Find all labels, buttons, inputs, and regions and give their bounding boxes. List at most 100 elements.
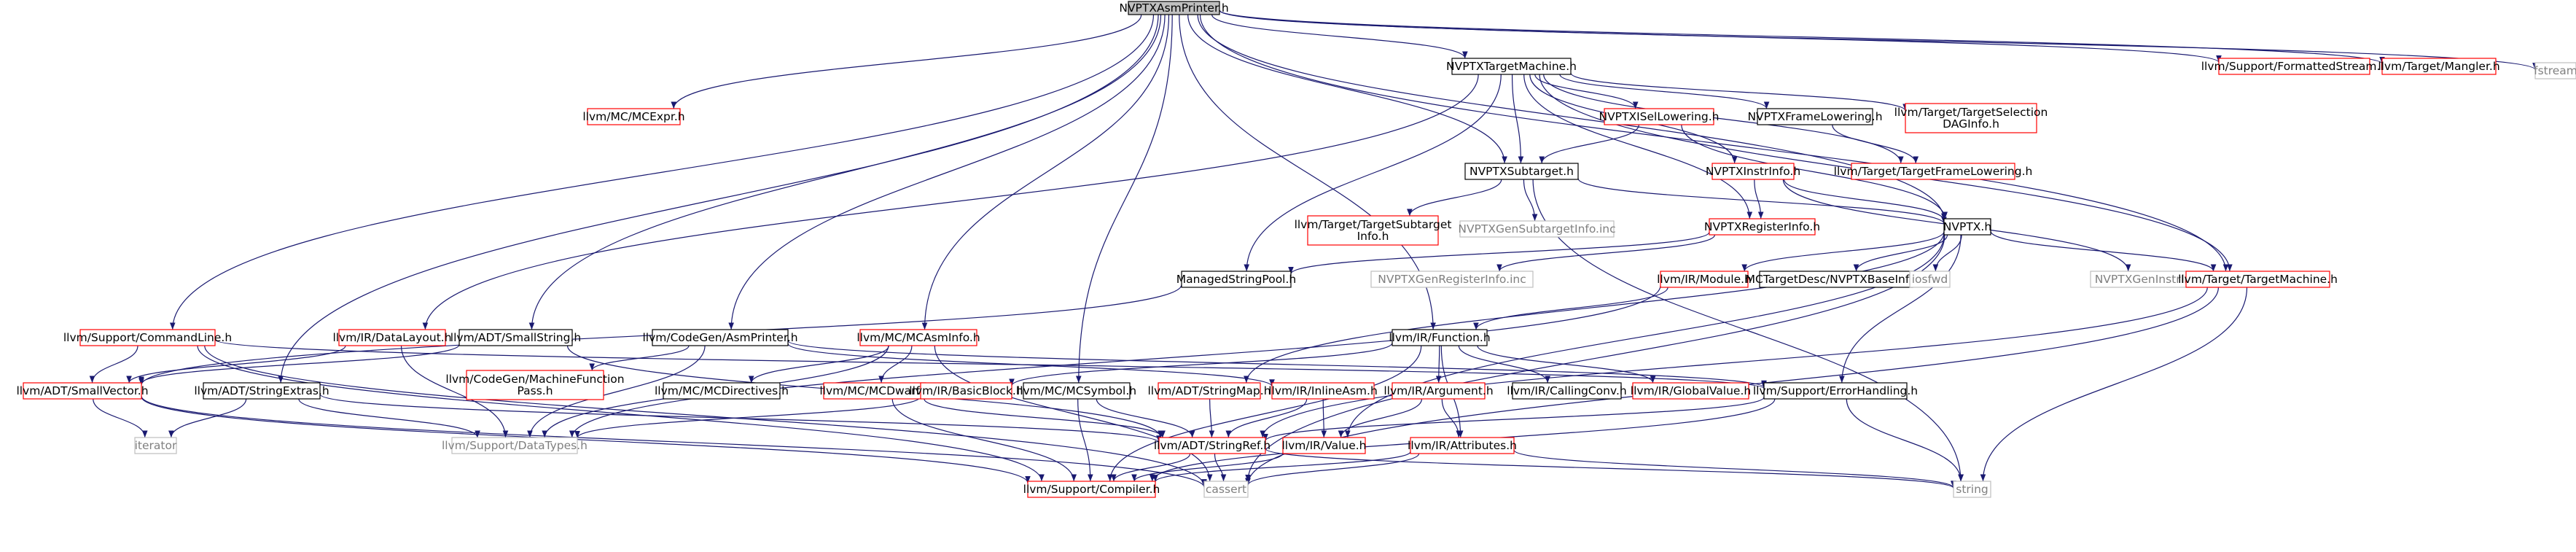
- node-cassert: cassert: [1203, 481, 1249, 498]
- node-label: llvm/MC/MCDwarf.h: [819, 384, 929, 397]
- edge-value-h-to-compiler-h: [1131, 453, 1284, 482]
- node-nvptxbaseinfo-h[interactable]: MCTargetDesc/NVPTXBaseInfo.h: [1746, 271, 1927, 288]
- node-asmprinter-h[interactable]: llvm/CodeGen/AsmPrinter.h: [642, 329, 798, 346]
- node-box: [2381, 58, 2497, 75]
- edge-nvptxtargetmachine-h-to-nvptxframelowering-h: [1559, 74, 1770, 109]
- node-stringref-h[interactable]: llvm/ADT/StringRef.h: [1154, 437, 1271, 454]
- edge-nvptxtargetmachine-h-to-nvptxisellowering-h: [1534, 74, 1639, 109]
- node-nvptxregisterinfo-h[interactable]: NVPTXRegisterInfo.h: [1704, 218, 1820, 236]
- node-function-h[interactable]: llvm/IR/Function.h: [1389, 329, 1491, 346]
- node-label: NVPTXSubtarget.h: [1470, 165, 1574, 178]
- node-box: [338, 329, 446, 346]
- edge-nvptx-h-to-module-h: [1741, 231, 1945, 272]
- edge-nvptxsubtarget-h-to-nvptx-h: [1577, 178, 1947, 225]
- edge-smallvector-h-to-iterator: [93, 398, 148, 438]
- node-label: llvm/IR/Function.h: [1389, 331, 1490, 344]
- node-module-h[interactable]: llvm/IR/Module.h: [1657, 271, 1752, 288]
- node-nvptxgensubtargetinfo-inc: NVPTXGenSubtargetInfo.inc: [1458, 220, 1616, 238]
- edge-inlineasm-h-to-stringref-h: [1225, 398, 1308, 438]
- node-mangler-h[interactable]: llvm/Target/Mangler.h: [2378, 58, 2500, 75]
- node-label: llvm/ADT/SmallVector.h: [16, 384, 148, 397]
- node-mcexpr-h[interactable]: llvm/MC/MCExpr.h: [582, 108, 685, 125]
- node-label: llvm/IR/CallingConv.h: [1507, 384, 1626, 397]
- edge-nvptxasmprinter-h-to-smallstring-h: [528, 14, 1162, 330]
- edge-nvptxregisterinfo-h-to-managedstringpool-h: [1288, 231, 1710, 275]
- node-box: [1512, 382, 1622, 400]
- edge-stringref-h-to-string: [1265, 448, 1956, 489]
- node-errorhandling-h[interactable]: llvm/Support/ErrorHandling.h: [1753, 382, 1918, 400]
- edge-asmprinter-h-to-inlineasm-h: [787, 343, 1275, 387]
- node-label: llvm/IR/DataLayout.h: [332, 331, 451, 344]
- node-datalayout-h[interactable]: llvm/IR/DataLayout.h: [332, 329, 452, 346]
- node-targetmachine-h[interactable]: llvm/Target/TargetMachine.h: [2178, 271, 2338, 288]
- node-box: [1158, 382, 1261, 400]
- node-nvptxinstrinfo-h[interactable]: NVPTXInstrInfo.h: [1706, 163, 1800, 180]
- node-box: [1181, 271, 1292, 288]
- node-label: llvm/ADT/SmallString.h: [450, 331, 581, 344]
- node-label: llvm/IR/InlineAsm.h: [1268, 384, 1378, 397]
- node-stringmap-h[interactable]: llvm/ADT/StringMap.h: [1147, 382, 1271, 400]
- node-label: NVPTXAsmPrinter.h: [1119, 1, 1228, 15]
- node-label: llvm/MC/MCExpr.h: [582, 110, 684, 123]
- edge-asmprinter-h-to-errorhandling-h: [787, 340, 1767, 388]
- node-smallvector-h[interactable]: llvm/ADT/SmallVector.h: [16, 382, 149, 400]
- node-mcsymbol-h[interactable]: llvm/MC/MCSymbol.h: [1017, 382, 1136, 400]
- node-nvptx-h[interactable]: NVPTX.h: [1943, 218, 1991, 236]
- node-attributes-h[interactable]: llvm/IR/Attributes.h: [1408, 437, 1517, 454]
- node-box: [1943, 218, 1991, 236]
- node-globalvalue-h[interactable]: llvm/IR/GlobalValue.h: [1631, 382, 1751, 400]
- edge-nvptxasmprinter-h-to-commandline-h: [169, 14, 1155, 330]
- node-managedstringpool-h[interactable]: ManagedStringPool.h: [1176, 271, 1296, 288]
- node-label: fstream: [2534, 64, 2576, 77]
- node-smallstring-h[interactable]: llvm/ADT/SmallString.h: [450, 329, 581, 346]
- edge-nvptxasmprinter-h-to-mcsymbol-h: [1075, 14, 1173, 384]
- node-nvptxisellowering-h[interactable]: NVPTXISelLowering.h: [1599, 108, 1720, 125]
- node-commandline-h[interactable]: llvm/Support/CommandLine.h: [63, 329, 232, 346]
- node-iosfwd: iosfwd: [1909, 271, 1951, 288]
- node-value-h[interactable]: llvm/IR/Value.h: [1282, 437, 1367, 454]
- edge-nvptx-h-to-nvptxbaseinfo-h: [1853, 234, 1948, 272]
- node-label: NVPTXRegisterInfo.h: [1704, 220, 1820, 233]
- edge-errorhandling-h-to-string: [1846, 398, 1964, 482]
- edge-nvptxasmprinter-h-to-function-h: [1179, 14, 1436, 330]
- node-stringextras-h[interactable]: llvm/ADT/StringExtras.h: [194, 382, 329, 400]
- node-label: llvm/Target/TargetMachine.h: [2178, 273, 2338, 286]
- node-box: [1282, 437, 1366, 454]
- node-label: llvm/MC/MCSymbol.h: [1017, 384, 1136, 397]
- node-inlineasm-h[interactable]: llvm/IR/InlineAsm.h: [1268, 382, 1378, 400]
- edge-inlineasm-h-to-value-h: [1321, 398, 1327, 438]
- node-nvptxframelowering-h[interactable]: NVPTXFrameLowering.h: [1747, 108, 1883, 125]
- node-label: llvm/Target/TargetSubtarget: [1295, 218, 1452, 231]
- node-label: llvm/Target/TargetSelection: [1894, 106, 2048, 119]
- node-box: [1410, 437, 1515, 454]
- node-box: [2534, 62, 2576, 79]
- node-label: llvm/Support/DataTypes.h: [442, 439, 588, 452]
- node-nvptxtargetmachine-h[interactable]: NVPTXTargetMachine.h: [1446, 58, 1577, 75]
- node-targetframelowering-h[interactable]: llvm/Target/TargetFrameLowering.h: [1834, 163, 2033, 180]
- node-box: [1027, 481, 1156, 498]
- edge-datalayout-h-to-datatypes-h: [400, 345, 509, 438]
- node-nvptxsubtarget-h[interactable]: NVPTXSubtarget.h: [1464, 163, 1579, 180]
- edge-asmprinter-h-to-machinefunctionpass-h: [589, 345, 690, 371]
- node-formattedstream-h[interactable]: llvm/Support/FormattedStream.h: [2201, 58, 2388, 75]
- edge-nvptxregisterinfo-h-to-nvptxgenregisterinfo-inc: [1496, 234, 1716, 272]
- edge-smallstring-h-to-smallvector-h: [138, 344, 460, 384]
- node-mcasminfo-h[interactable]: llvm/MC/MCAsmInfo.h: [856, 329, 980, 346]
- node-box: [1307, 215, 1439, 246]
- edge-nvptxisellowering-h-to-nvptx-h: [1681, 124, 1948, 219]
- node-label: NVPTXTargetMachine.h: [1446, 60, 1577, 73]
- node-box: [587, 108, 681, 125]
- node-compiler-h[interactable]: llvm/Support/Compiler.h: [1023, 481, 1160, 498]
- node-callingconv-h[interactable]: llvm/IR/CallingConv.h: [1507, 382, 1627, 400]
- edge-smallvector-h-to-cassert: [141, 395, 1207, 488]
- edge-nvptxasmprinter-h-to-formattedstream-h: [1219, 9, 2222, 63]
- node-mcdirectives-h[interactable]: llvm/MC/MCDirectives.h: [655, 382, 789, 400]
- edge-errorhandling-h-to-stringref-h: [1262, 397, 1765, 442]
- node-label: llvm/Target/Mangler.h: [2378, 60, 2499, 73]
- node-argument-h[interactable]: llvm/IR/Argument.h: [1383, 382, 1494, 400]
- edge-attributes-h-to-string: [1513, 449, 1956, 489]
- node-basicblock-h[interactable]: llvm/IR/BasicBlock.h: [909, 382, 1023, 400]
